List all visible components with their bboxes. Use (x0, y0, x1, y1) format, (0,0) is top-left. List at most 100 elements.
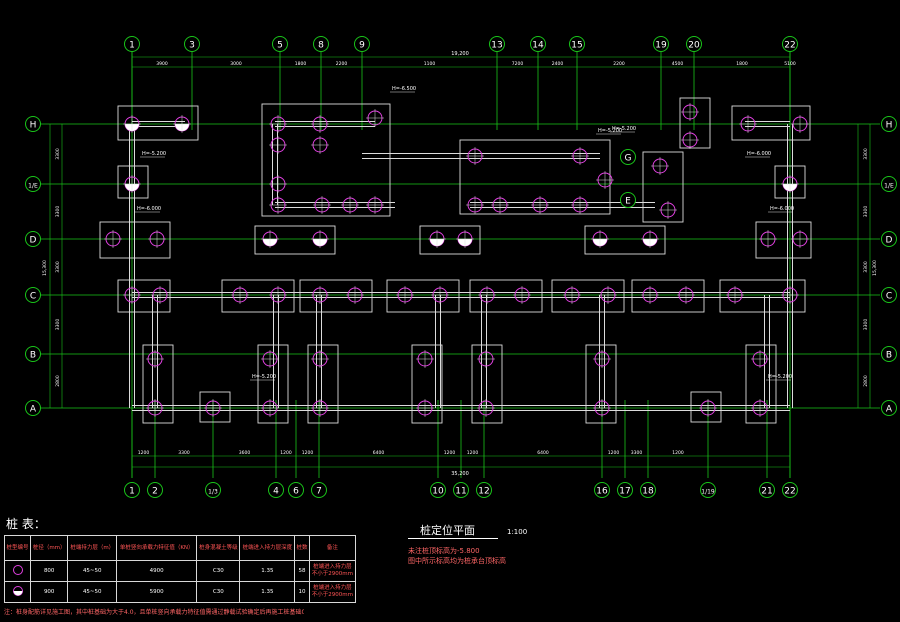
axis-bubble: 6 (288, 482, 304, 498)
axis-bubble-circle (184, 36, 200, 52)
pile-800 (416, 399, 434, 417)
axis-label: A (886, 405, 893, 415)
axis-bubble: 1/E (881, 176, 897, 192)
elevation-mark: H=-5.200 (766, 374, 792, 381)
foundation-beam (132, 292, 790, 298)
pile-cap (584, 225, 666, 255)
dimension-text: 2400 (552, 61, 564, 67)
table-cell: 45~50 (67, 560, 118, 582)
foundation-beam (435, 295, 441, 408)
pile-800 (269, 175, 287, 193)
pile-900 (123, 175, 141, 193)
pile-800 (146, 399, 164, 417)
axis-bubble-circle (530, 36, 546, 52)
axis-bubble-circle (620, 149, 636, 165)
pile-800 (311, 350, 329, 368)
axis-bubble: G (620, 149, 636, 165)
foundation-beam (275, 121, 375, 127)
pile-half-filled-icon (12, 585, 23, 596)
dimension-text: 1200 (672, 450, 684, 456)
axis-bubble-circle (25, 231, 41, 247)
axis-label: 19 (655, 41, 667, 51)
axis-bubble-circle (268, 482, 284, 498)
pile-800 (593, 350, 611, 368)
dimension-text: 1800 (736, 61, 748, 67)
axis-label: 9 (359, 41, 365, 51)
axis-label: 1/3 (208, 489, 218, 496)
axis-bubble-circle (640, 482, 656, 498)
axis-bubble: 20 (686, 36, 702, 52)
axis-bubble-circle (881, 346, 897, 362)
axis-label: A (30, 405, 37, 415)
axis-bubble: 22 (782, 482, 798, 498)
foundation-beam (764, 295, 770, 408)
axis-bubble: 21 (759, 482, 775, 498)
drawing-scale: 1:100 (507, 528, 528, 536)
header-cell: 单桩竖向承载力特征值（KN） (116, 535, 198, 561)
pile-type-icon-cell (3, 560, 32, 582)
table-cell: 桩端进入持力层 不小于2900mm (308, 560, 357, 582)
dimension-text: 2800 (55, 375, 61, 387)
axis-bubble: 1 (124, 482, 140, 498)
axis-bubble: 7 (311, 482, 327, 498)
elevation-text: H=-6.000 (747, 151, 771, 157)
foundation-beam (362, 153, 600, 159)
pile-800 (791, 115, 809, 133)
table-cell: C30 (196, 560, 241, 582)
pile-cap (755, 221, 812, 259)
pile-800 (269, 286, 287, 304)
foundation-beam (745, 121, 790, 127)
pile-900 (173, 115, 191, 133)
axis-bubble-circle (25, 176, 41, 192)
axis-label: 13 (491, 41, 502, 51)
axis-bubble: 3 (184, 36, 200, 52)
pile-schedule-table: 桩型编号 桩径（mm） 桩端持力层（m） 单桩竖向承载力特征值（KN） 桩身混凝… (3, 535, 357, 603)
axis-label: B (30, 351, 36, 361)
elevation-text: H=-5.200 (598, 128, 622, 134)
pile-800 (396, 286, 414, 304)
pile-800 (751, 350, 769, 368)
axis-bubble-circle (25, 400, 41, 416)
pile-cap (459, 139, 611, 215)
pile-800 (781, 286, 799, 304)
axis-bubble-circle (569, 36, 585, 52)
header-cell: 桩型编号 (3, 535, 32, 561)
foundation-beam (272, 124, 278, 205)
dimension-text: 2800 (863, 375, 869, 387)
header-cell: 桩端持力层（m） (67, 535, 118, 561)
axis-bubble: 5 (272, 36, 288, 52)
pile-cap (199, 391, 231, 423)
axis-label: 1/E (28, 183, 38, 190)
pile-800 (491, 196, 509, 214)
dimension-text: 5100 (784, 61, 796, 67)
foundation-beam (129, 124, 135, 408)
dimension-text: 1200 (467, 450, 479, 456)
axis-bubble: 12 (476, 482, 492, 498)
pile-800 (477, 399, 495, 417)
pile-800 (416, 350, 434, 368)
axis-label: 4 (273, 487, 279, 497)
dimension-text: 1100 (424, 61, 436, 67)
dimension-text: 15,300 (42, 260, 48, 276)
pile-800 (311, 399, 329, 417)
axis-label: 10 (432, 487, 444, 497)
pile-900 (781, 175, 799, 193)
pile-900 (261, 230, 279, 248)
axis-label: 5 (277, 41, 283, 51)
axis-bubble-circle (25, 116, 41, 132)
table-row: 800 45~50 4900 C30 1.35 58 桩端进入持力层 不小于29… (3, 560, 357, 582)
axis-bubble: 22 (782, 36, 798, 52)
pile-cap (117, 165, 149, 199)
dimension-text: 3300 (178, 450, 190, 456)
title-note-1: 未注桩顶标高为-5.800 (408, 547, 480, 555)
pile-800 (104, 230, 122, 248)
title-note-2: 图中所示标高均为桩承台顶标高 (408, 557, 506, 565)
axis-bubble-circle (782, 482, 798, 498)
dimension-text: 3300 (55, 206, 61, 218)
pile-800 (759, 230, 777, 248)
pile-800 (231, 286, 249, 304)
axis-label: 22 (784, 41, 795, 51)
dimension-text: 3300 (631, 450, 643, 456)
axis-bubble: A (881, 400, 897, 416)
pile-800 (366, 196, 384, 214)
